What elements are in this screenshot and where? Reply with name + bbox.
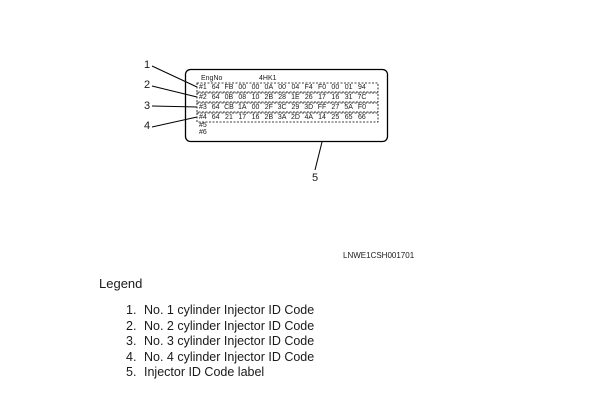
code-byte: 3C xyxy=(277,104,287,111)
legend-item: 1. No. 1 cylinder Injector ID Code xyxy=(126,303,314,319)
legend-item-number: 2. xyxy=(126,318,137,333)
legend-item: 4. No. 4 cylinder Injector ID Code xyxy=(126,350,314,366)
callout-4: 4 xyxy=(144,120,151,132)
code-byte: 10 xyxy=(251,94,260,101)
code-byte: FF xyxy=(317,104,327,111)
code-byte: 16 xyxy=(251,114,260,121)
code-byte: 00 xyxy=(278,84,287,91)
code-byte: 00 xyxy=(251,84,260,91)
code-byte: 2B xyxy=(264,94,274,101)
cylinder-tag: #2 xyxy=(199,94,207,101)
code-row-1: #1 64 FB 00 00 0A 00 04 F4 F0 00 01 94 xyxy=(199,84,369,92)
code-byte: 28 xyxy=(278,94,287,101)
leader-line-1 xyxy=(151,65,198,88)
legend-item-text: No. 1 cylinder Injector ID Code xyxy=(144,303,315,317)
legend-item: 3. No. 3 cylinder Injector ID Code xyxy=(126,334,314,350)
legend-item-number: 5. xyxy=(126,365,137,379)
code-byte: F0 xyxy=(317,84,327,91)
callout-2: 2 xyxy=(144,79,151,91)
legend-title: Legend xyxy=(99,276,143,291)
label-outline xyxy=(184,68,389,143)
legend-item-text: No. 3 cylinder Injector ID Code xyxy=(144,334,315,348)
code-byte: 17 xyxy=(318,94,326,101)
code-byte: 7C xyxy=(357,94,367,101)
code-row-6: #6 xyxy=(199,129,209,137)
leader-line-5 xyxy=(314,141,323,171)
code-byte: F0 xyxy=(357,104,366,111)
cylinder-tag: #4 xyxy=(199,114,207,121)
code-byte: 3A xyxy=(277,114,287,121)
code-byte: 65 xyxy=(344,114,353,121)
code-byte: 00 xyxy=(331,84,340,91)
callout-3: 3 xyxy=(144,100,151,112)
code-byte: 00 xyxy=(238,84,247,91)
code-byte: 17 xyxy=(238,114,247,121)
code-byte: 64 xyxy=(211,114,220,121)
legend-item-text: No. 4 cylinder Injector ID Code xyxy=(144,349,315,364)
leader-line-2 xyxy=(151,85,198,98)
code-byte: 2B xyxy=(264,114,274,121)
legend-item-number: 3. xyxy=(126,334,137,348)
cylinder-tag: #1 xyxy=(199,84,207,91)
row-2-highlight xyxy=(196,92,379,103)
legend-list: 1. No. 1 cylinder Injector ID Code 2. No. … xyxy=(126,303,314,381)
code-byte: FB xyxy=(224,84,234,91)
leader-line-3 xyxy=(151,105,198,108)
code-byte: 27 xyxy=(331,104,340,111)
callout-1: 1 xyxy=(144,59,151,71)
leader-line-4 xyxy=(151,116,198,128)
code-byte: 64 xyxy=(211,104,220,111)
code-row-2: #2 64 0B 08 10 2B 28 1E 26 17 16 31 7C xyxy=(199,94,369,102)
code-byte: 94 xyxy=(358,84,366,91)
figure-id: LNWE1CSH001701 xyxy=(343,251,415,260)
code-byte: 00 xyxy=(251,104,260,111)
code-byte: 2D xyxy=(290,114,300,121)
code-byte: 08 xyxy=(238,94,247,101)
code-byte: 2F xyxy=(264,104,273,111)
row-1-highlight xyxy=(196,82,379,93)
code-byte: 66 xyxy=(358,114,366,121)
code-byte: 21 xyxy=(225,114,233,121)
code-byte: 1A xyxy=(237,104,247,111)
callout-5: 5 xyxy=(312,172,319,184)
label-header-engno: EngNo xyxy=(201,75,223,82)
diagram-lines xyxy=(151,65,389,171)
code-byte: 0A xyxy=(264,84,274,91)
cylinder-tag: #5 xyxy=(199,122,207,129)
code-byte: 4A xyxy=(304,114,313,121)
code-byte: 5A xyxy=(344,104,353,111)
code-byte: 16 xyxy=(331,94,340,101)
code-row-5: #5 xyxy=(199,122,209,130)
legend-item: 2. No. 2 cylinder Injector ID Code xyxy=(126,319,314,335)
code-byte: CB xyxy=(224,104,234,111)
legend-item-text: No. 2 cylinder Injector ID Code xyxy=(144,318,315,333)
cylinder-tag: #3 xyxy=(199,104,207,111)
code-byte: 64 xyxy=(211,94,220,101)
code-byte: 26 xyxy=(304,94,313,101)
code-byte: 29 xyxy=(291,104,300,111)
code-byte: 0B xyxy=(224,94,234,101)
label-header-model: 4HK1 xyxy=(259,75,277,82)
code-byte: 25 xyxy=(331,114,340,121)
code-byte: 01 xyxy=(344,84,353,91)
code-byte: F4 xyxy=(304,84,313,91)
code-byte: 14 xyxy=(318,114,326,121)
legend-item: 5. Injector ID Code label xyxy=(126,365,314,381)
code-byte: 31 xyxy=(344,94,353,101)
legend-item-number: 1. xyxy=(126,303,137,317)
code-byte: 64 xyxy=(211,84,220,91)
legend-item-text: Injector ID Code label xyxy=(144,365,265,379)
row-3-highlight xyxy=(196,102,379,113)
cylinder-tag: #6 xyxy=(199,129,207,136)
code-byte: 04 xyxy=(291,84,300,91)
legend-item-number: 4. xyxy=(126,349,137,364)
code-byte: 3D xyxy=(304,104,314,111)
code-byte: 1E xyxy=(291,94,300,101)
